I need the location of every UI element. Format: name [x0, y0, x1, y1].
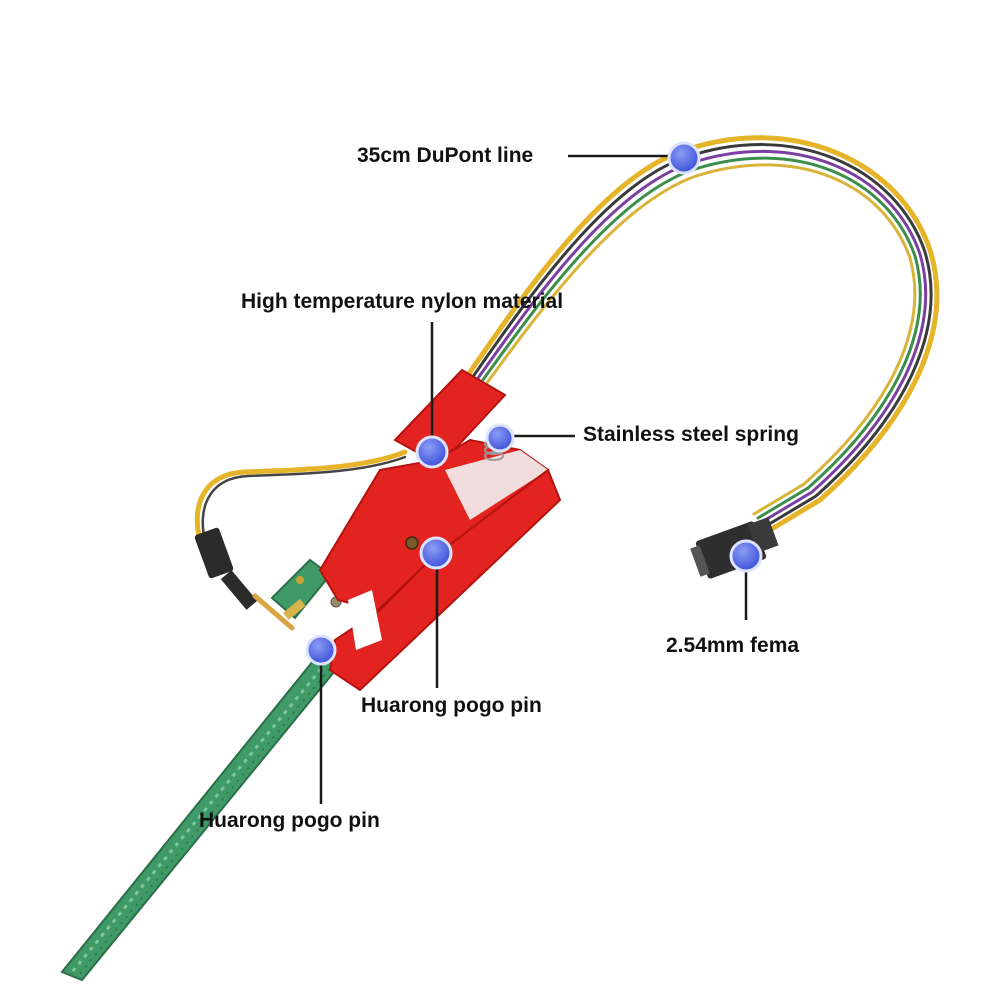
marker-dot-connector — [729, 539, 763, 573]
callout-steel-spring: Stainless steel spring — [583, 423, 799, 446]
dupont-ribbon-cable — [465, 135, 940, 533]
marker-dot-nylon — [415, 435, 449, 469]
marker-dot-spring — [485, 423, 515, 453]
leader-lines — [319, 154, 748, 804]
callout-nylon-material: High temperature nylon material — [241, 290, 564, 313]
callout-female-connector: 2.54mm fema — [666, 634, 800, 657]
marker-dot-dupont — [667, 141, 701, 175]
short-wire-loop — [194, 449, 408, 631]
marker-dots — [305, 141, 763, 666]
marker-dot-pogo-tip — [305, 634, 337, 666]
callout-pogo-pin-clip: Huarong pogo pin — [361, 694, 542, 717]
callout-dupont-line: 35cm DuPont line — [357, 144, 534, 167]
red-clip-body — [318, 368, 562, 692]
marker-dot-pogo-clip — [419, 536, 453, 570]
callout-pogo-pin-tip: Huarong pogo pin — [199, 809, 380, 832]
